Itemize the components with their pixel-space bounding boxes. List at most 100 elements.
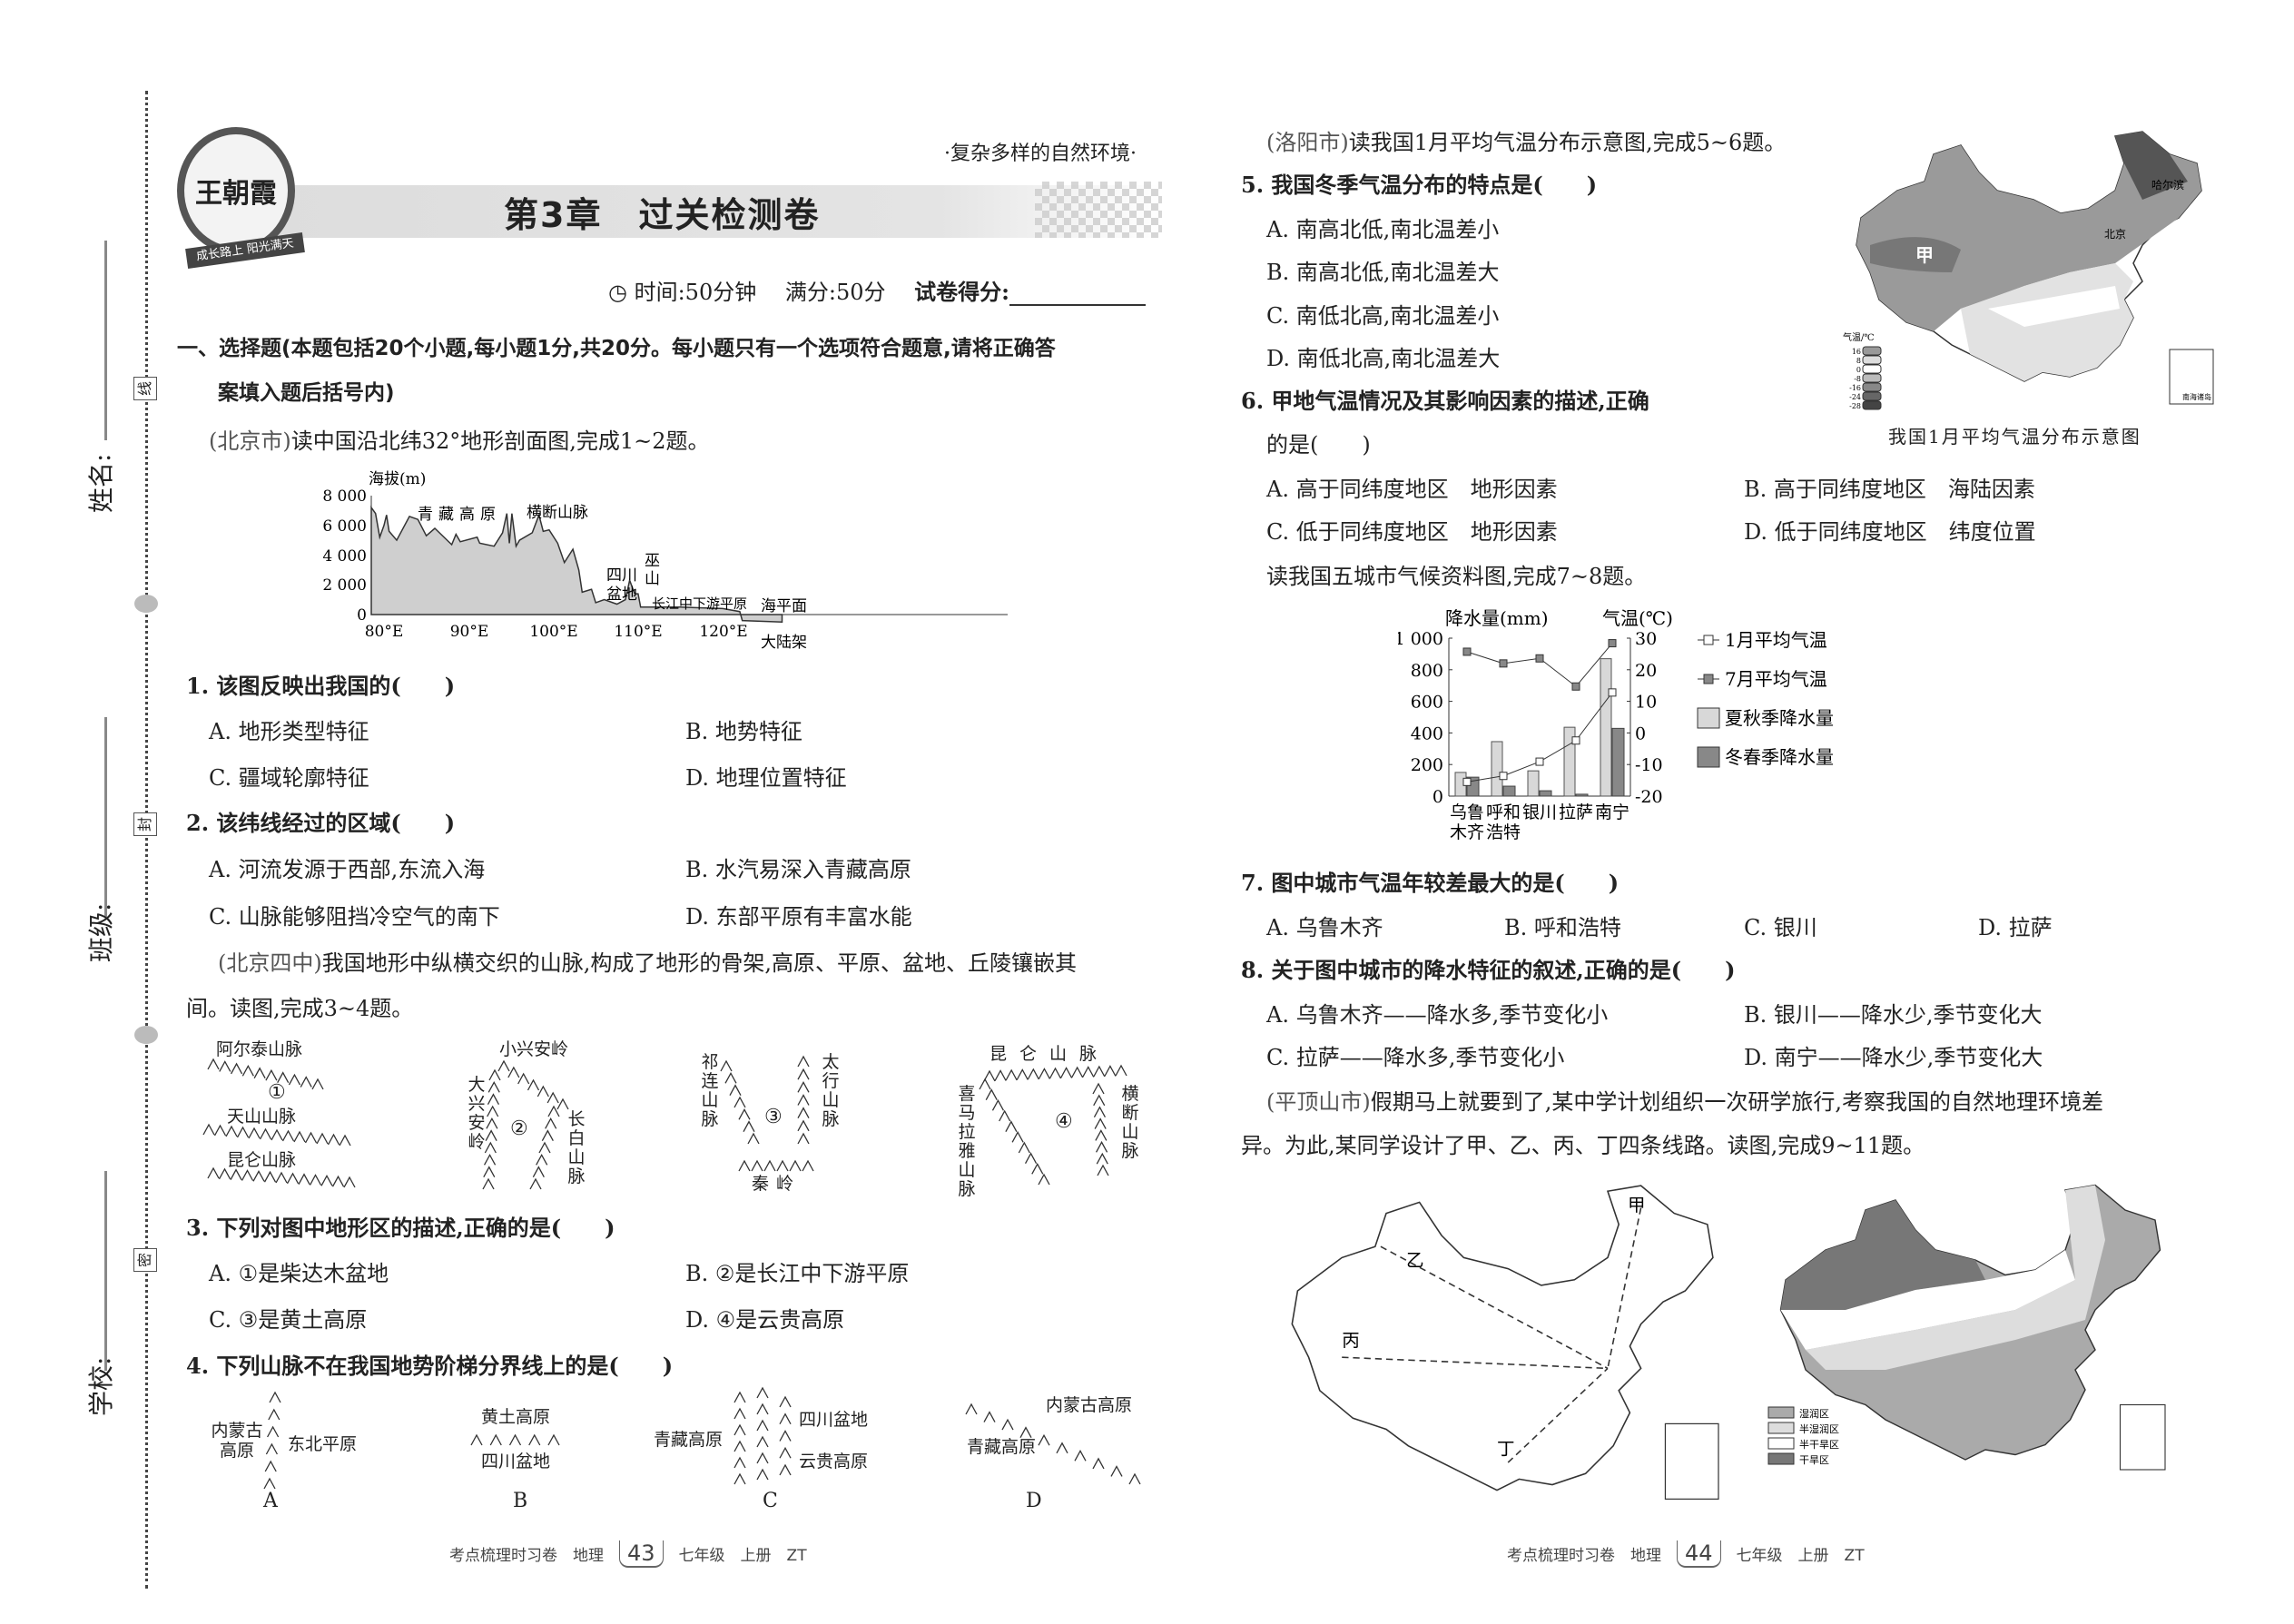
x-tick: 110°E (614, 623, 662, 641)
mountain-peak-icon (802, 1159, 814, 1172)
mountain-peak-icon (546, 1091, 559, 1104)
mountain-peak-icon (1024, 1152, 1038, 1164)
mountain-peak-icon (779, 1395, 792, 1408)
mountain-ridges (482, 1059, 569, 1190)
question-5: 5. 我国冬季气温分布的特点是( ) (1241, 172, 1598, 198)
mountain-peak-icon (1031, 1162, 1044, 1175)
mountain-diagram-3: 祁连山脉 ③ 太行山脉 秦岭 (690, 1039, 853, 1195)
mountain-peak-icon (1128, 1472, 1141, 1485)
china-outline (1291, 1185, 1714, 1491)
mountain-peak-icon (267, 1425, 280, 1438)
zone-cold-west (1856, 132, 2201, 331)
mountain-peak-icon (1005, 1068, 1018, 1081)
mountain-peak-icon (537, 1085, 549, 1097)
intro-q3-4: (北京四中)我国地形中纵横交织的山脉,构成了地形的骨架,高原、平原、盆地、丘陵镶… (218, 950, 1077, 976)
q5-option-a: A. 南高北低,南北温差小 (1266, 217, 1500, 242)
mountain-peak-icon (293, 1130, 306, 1143)
bar-winter-spring-precip (1611, 727, 1625, 797)
mountain-peak-icon (331, 1175, 345, 1187)
q6-option-c: C. 低于同纬度地区 地形因素 (1266, 519, 1558, 545)
mountain-peak-icon (1093, 1106, 1106, 1118)
option-letter-c: C (763, 1490, 778, 1512)
legend-label: 16 (1852, 348, 1861, 356)
bar-winter-spring-precip (1539, 790, 1552, 797)
mountain-peak-icon (797, 1055, 810, 1068)
mountain-peak-icon (236, 1126, 250, 1138)
mountain-peak-icon (1093, 1065, 1106, 1078)
label-kunlun: 昆仑山脉 (989, 1044, 1110, 1064)
y-tick: 6 000 (322, 517, 367, 536)
mountain-peak-icon (1082, 1066, 1095, 1078)
mountain-peak-icon (756, 1419, 769, 1432)
mountain-diagram-4: 昆仑山脉 喜马拉雅山脉 ④ 横断山脉 (953, 1044, 1144, 1199)
mountain-peak-icon (738, 1107, 751, 1120)
x-tick-label: 拉萨 (1559, 802, 1593, 822)
route-lines (1342, 1207, 1642, 1463)
mountain-peak-icon (724, 1071, 737, 1084)
mountain-range-icon (207, 1058, 324, 1090)
mountain-range-icon (263, 1391, 281, 1490)
mountain-range-icon (482, 1068, 501, 1190)
mountain-peak-icon (507, 1066, 520, 1078)
x-tick-label: 木齐 (1450, 822, 1484, 842)
legend-label: 冬春季降水量 (1725, 746, 1834, 768)
legend-label: -16 (1849, 384, 1861, 392)
label-sea-level: 海平面 (761, 597, 807, 615)
label-sichuan-basin: 四川盆地 (481, 1452, 551, 1471)
q8-option-d: D. 南宁——降水少,季节变化大 (1744, 1045, 2043, 1070)
label-harbin: 哈尔滨 (2151, 178, 2184, 192)
mountain-peak-icon (508, 1433, 522, 1446)
score-field[interactable] (1009, 286, 1146, 306)
mountain-peak-icon (797, 1132, 810, 1145)
q6-option-d: D. 低于同纬度地区 纬度位置 (1744, 519, 2036, 545)
mountain-peak-icon (965, 1403, 978, 1415)
mountain-range-icon (497, 1059, 569, 1110)
mountain-range-icon (979, 1078, 1050, 1186)
mountain-peak-icon (1094, 1117, 1107, 1129)
mountain-peak-icon (1011, 1130, 1024, 1143)
mountain-peak-icon (248, 1127, 261, 1139)
q2-option-d: D. 东部平原有丰富水能 (685, 904, 912, 930)
legend-label: 干旱区 (1799, 1454, 1829, 1466)
swirl-ornament-icon (134, 595, 158, 613)
marker-jan-temp (1535, 757, 1544, 766)
legend-label: 0 (1856, 366, 1861, 374)
brand-logo: 王朝霞 (177, 127, 295, 254)
x-tick: 80°E (365, 623, 404, 641)
mountain-peak-icon (729, 1084, 742, 1096)
q1-option-a: A. 地形类型特征 (209, 719, 369, 744)
x-tick-label: 呼和 (1486, 802, 1521, 822)
question-2: 2. 该纬线经过的区域( ) (186, 810, 456, 836)
mountain-peak-icon (991, 1098, 1005, 1111)
marker-jan-temp (1499, 772, 1508, 781)
q7-option-b: B. 呼和浩特 (1504, 915, 1621, 940)
mountain-peak-icon (756, 1403, 769, 1415)
mountain-peak-icon (779, 1446, 792, 1459)
label-wushan: 巫 (645, 552, 660, 570)
marker-jan-temp (1608, 688, 1617, 697)
y-axis-left-label: 降水量(mm) (1445, 607, 1549, 629)
mountain-peak-icon (1018, 1141, 1030, 1154)
label-inner-mongolia-plateau: 内蒙古高原 (211, 1421, 263, 1461)
marker-jan-temp (1571, 736, 1580, 745)
temperature-map-caption: 我国1月平均气温分布示意图 (1888, 426, 2141, 448)
mountain-ridges (470, 1433, 560, 1446)
mountain-peak-icon (275, 1171, 288, 1184)
class-blank-line (104, 717, 107, 917)
legend-swatch (1862, 346, 1882, 356)
mountain-peak-icon (733, 1391, 746, 1403)
terrain-profile-chart: 海拔(m) 8 000 6 000 4 000 2 000 0 80°E 90°… (322, 470, 1008, 652)
mountain-peak-icon (470, 1433, 483, 1446)
q1-option-b: B. 地势特征 (685, 719, 802, 744)
label-qilian: 祁连山脉 (701, 1052, 719, 1129)
y-tick-left: 600 (1411, 693, 1443, 713)
mountain-peak-icon (756, 1386, 769, 1399)
y-tick-left: 800 (1411, 661, 1443, 681)
legend-title: 气温/℃ (1843, 331, 1875, 343)
mountain-peak-icon (541, 1129, 554, 1141)
logo-text: 王朝霞 (195, 178, 277, 210)
mountain-range-icon (738, 1159, 814, 1172)
mountain-peak-icon (1049, 1067, 1062, 1079)
legend-swatch (1697, 707, 1720, 729)
mountain-range-icon (733, 1391, 746, 1485)
